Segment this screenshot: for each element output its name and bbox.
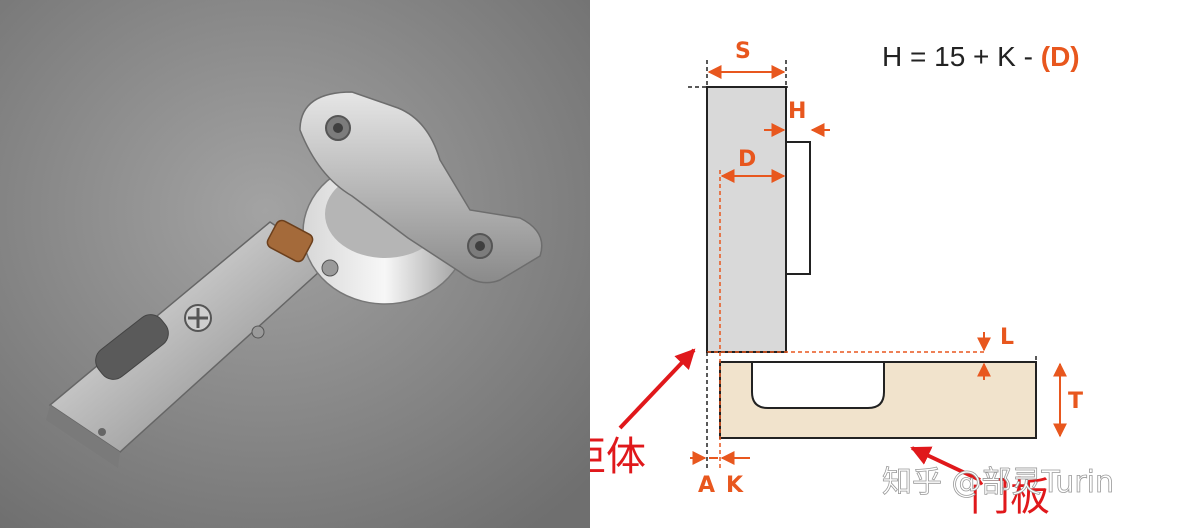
formula-text: H = 15 + K - (D) <box>882 41 1080 72</box>
dimension-label-a: A <box>698 473 715 498</box>
watermark: 知乎 @部灵Turin <box>882 465 1114 500</box>
mounting-plate <box>785 141 811 275</box>
door-callout-label: 门板 <box>970 474 1050 520</box>
dimension-label-d: D <box>738 147 756 172</box>
dimension-diagram: H = 15 + K - (D) S H D L <box>566 0 1180 528</box>
hinge-illustration <box>0 0 590 528</box>
cabinet-callout-label: 柜体 <box>590 434 646 480</box>
cup-hole <box>751 361 885 409</box>
dimension-label-l: L <box>1000 325 1014 350</box>
cabinet-panel <box>706 86 787 353</box>
door-callout-arrow <box>910 446 981 482</box>
dimension-label-s: S <box>735 39 751 64</box>
hinge-photo <box>0 0 590 528</box>
cabinet-callout-arrow <box>618 348 696 430</box>
diagram-canvas: H = 15 + K - (D) S H D L <box>566 39 1114 520</box>
dimension-label-t: T <box>1068 389 1083 414</box>
dimension-label-k: K <box>726 473 744 498</box>
dimension-label-h: H <box>788 99 806 124</box>
